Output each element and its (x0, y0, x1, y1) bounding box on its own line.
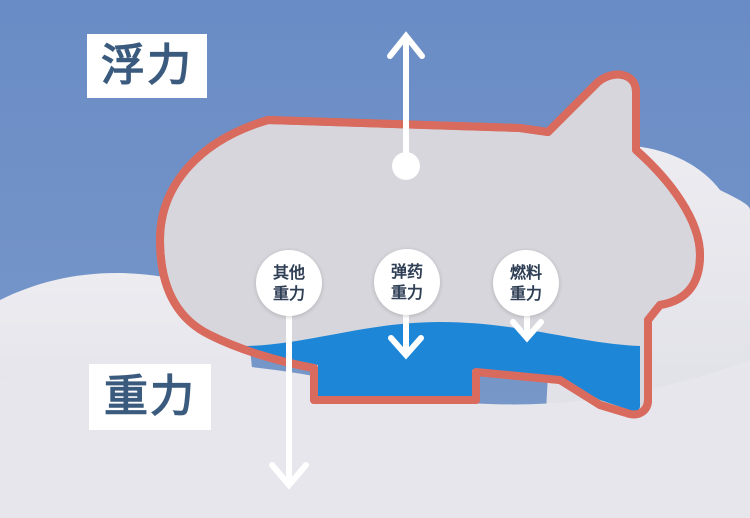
fuel-gravity-badge: 燃料 重力 (493, 250, 559, 316)
other-gravity-badge: 其他 重力 (256, 250, 322, 316)
ballast-water (232, 322, 640, 411)
buoyancy-label: 浮力 (87, 34, 207, 98)
other-gravity-line2: 重力 (272, 284, 305, 303)
submarine-outline (156, 70, 704, 419)
fuel-gravity-line1: 燃料 (509, 263, 542, 282)
ammo-gravity-line2: 重力 (390, 283, 423, 302)
other-gravity-arrow (269, 297, 309, 490)
ammo-gravity-badge: 弹药 重力 (374, 249, 440, 315)
ammo-gravity-line1: 弹药 (390, 262, 423, 281)
buoyancy-origin-dot (392, 152, 420, 180)
gravity-label: 重力 (89, 364, 211, 430)
fuel-gravity-line2: 重力 (509, 284, 542, 303)
buoyancy-arrow (387, 31, 425, 168)
other-gravity-line1: 其他 (272, 263, 305, 282)
